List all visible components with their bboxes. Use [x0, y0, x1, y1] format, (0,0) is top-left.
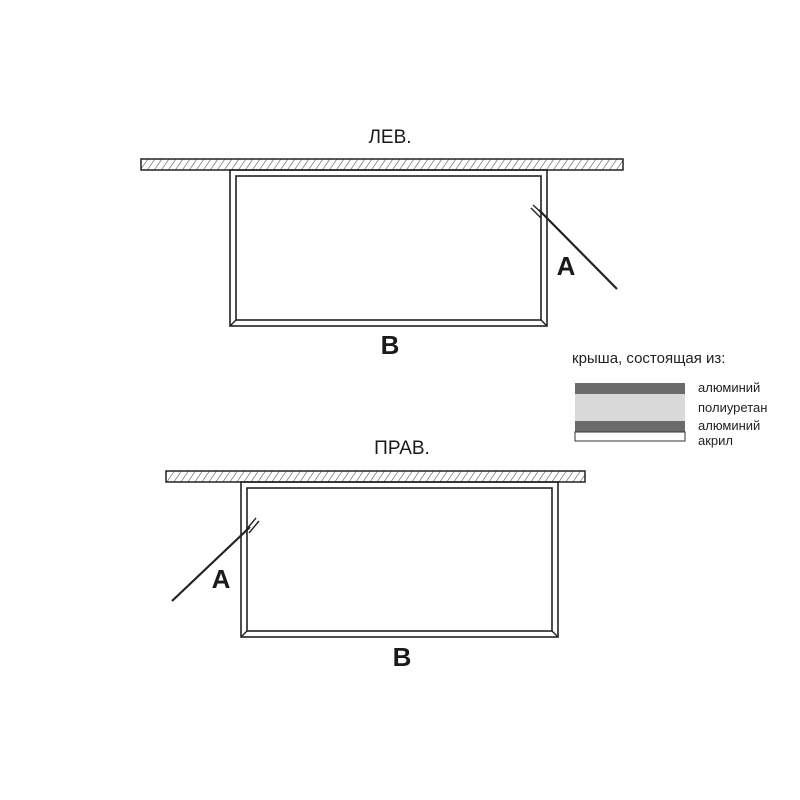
legend-label-2: полиуретан [698, 400, 767, 415]
right-view-title: ПРАВ. [374, 438, 430, 459]
left-ceiling-slab [140, 158, 624, 171]
roof-legend: крыша, состоящая из: алюминий полиуретан… [572, 350, 767, 448]
legend-label-4: акрил [698, 433, 733, 448]
left-view-title: ЛЕВ. [368, 127, 411, 148]
right-label-a: A [212, 564, 231, 594]
left-label-b: B [381, 330, 400, 360]
legend-label-3: алюминий [698, 418, 760, 433]
left-door-a [530, 204, 618, 290]
legend-label-1: алюминий [698, 380, 760, 395]
right-ceiling-slab [165, 470, 586, 483]
right-label-b: B [393, 642, 412, 672]
legend-swatch-stack [574, 383, 686, 442]
left-label-a: A [557, 251, 576, 281]
left-frame [229, 169, 548, 327]
legend-layer-aluminium-bottom [575, 421, 685, 432]
legend-heading: крыша, состоящая из: [572, 350, 725, 367]
legend-layer-polyurethane [575, 394, 685, 421]
legend-layer-aluminium-top [575, 383, 685, 394]
left-view: ЛЕВ. A B [140, 127, 624, 360]
legend-layer-acrylic [574, 431, 686, 442]
right-frame [240, 481, 559, 638]
right-door-a [171, 517, 260, 602]
right-view: ПРАВ. A B [165, 438, 586, 672]
